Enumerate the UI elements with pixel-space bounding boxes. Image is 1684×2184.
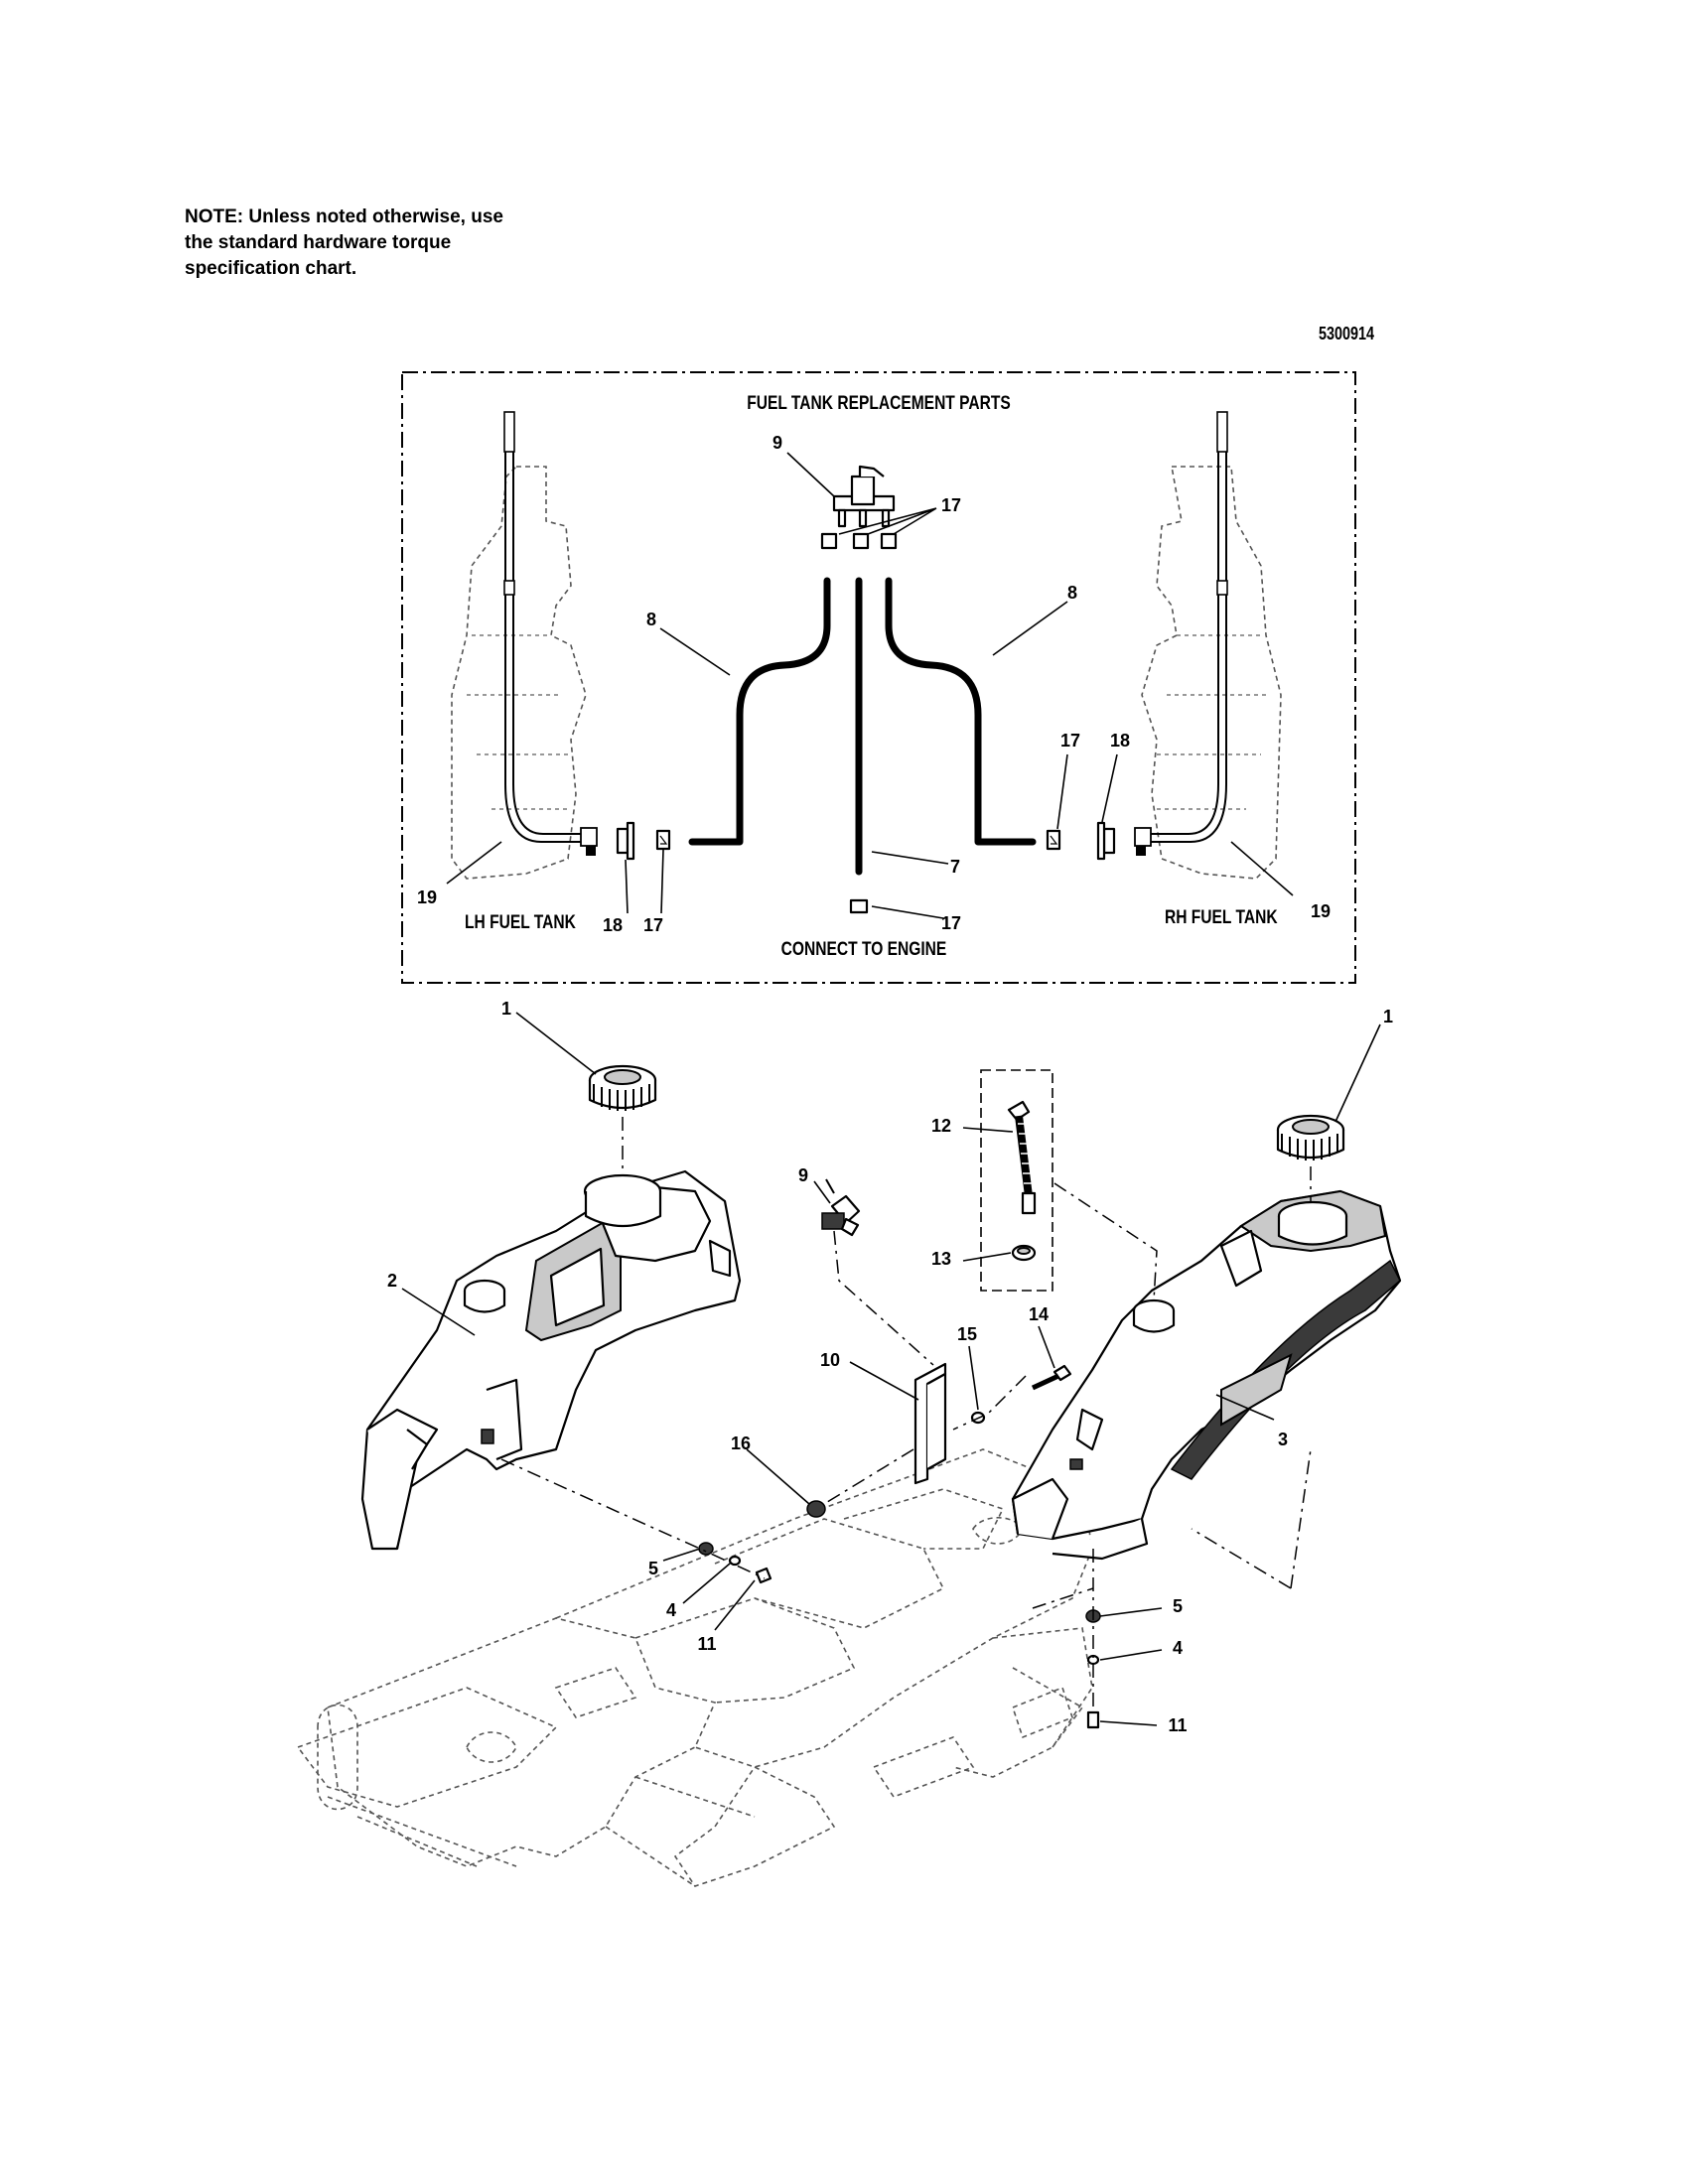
rh-tank-ghost-outline	[1141, 466, 1282, 880]
callout-14: 14	[1029, 1304, 1049, 1324]
rh-hose-clamp	[1046, 829, 1061, 851]
nut-13	[1011, 1244, 1037, 1262]
bolt-12	[1007, 1100, 1037, 1215]
callout-12: 12	[931, 1116, 951, 1136]
nut-16	[806, 1500, 826, 1518]
lh-fuel-tank	[360, 1169, 742, 1551]
note-line-2: the standard hardware torque	[185, 232, 452, 253]
callout-5-right: 5	[1173, 1596, 1183, 1616]
callout-inset-19-rh: 19	[1311, 901, 1331, 921]
callout-4-left: 4	[666, 1600, 676, 1620]
callout-1-right: 1	[1383, 1007, 1393, 1026]
rh-grommet	[1096, 821, 1116, 861]
replacement-parts-inset: FUEL TANK REPLACEMENT PARTS	[401, 371, 1356, 984]
lh-fuel-tank-label: LH FUEL TANK	[465, 911, 576, 933]
lh-hose-clamp	[655, 829, 671, 851]
callout-inset-17-engine: 17	[941, 913, 961, 933]
callout-inset-7: 7	[950, 857, 960, 877]
note-line-1: NOTE: Unless noted otherwise, use	[185, 206, 503, 227]
callout-inset-17-valve: 17	[941, 495, 961, 515]
callout-11-left: 11	[697, 1634, 716, 1654]
inset-fuel-valve	[820, 465, 898, 550]
callout-10: 10	[820, 1350, 840, 1370]
callout-inset-19-lh: 19	[417, 887, 437, 907]
lh-lockwasher-4	[728, 1555, 742, 1567]
callout-inset-18-lh: 18	[603, 915, 623, 935]
callout-9: 9	[798, 1165, 808, 1185]
mower-frame-ghost	[296, 1448, 1093, 1887]
callout-inset-18-rh: 18	[1110, 731, 1130, 751]
inset-title: FUEL TANK REPLACEMENT PARTS	[747, 392, 1011, 414]
callout-2: 2	[387, 1271, 397, 1291]
callout-3: 3	[1278, 1430, 1288, 1449]
callout-inset-17-rh: 17	[1060, 731, 1080, 751]
callout-inset-8-left: 8	[646, 610, 656, 629]
callout-15: 15	[957, 1324, 977, 1344]
rh-bolt-11	[1086, 1710, 1100, 1729]
callout-inset-8-right: 8	[1067, 583, 1077, 603]
lh-fuel-hose	[688, 577, 831, 846]
rh-fuel-cap	[1276, 1114, 1345, 1160]
callout-inset-17-lh: 17	[643, 915, 663, 935]
callout-13: 13	[931, 1249, 951, 1269]
hardware-kit	[980, 1069, 1053, 1292]
lh-fuel-cap	[588, 1064, 657, 1111]
fuel-shutoff-valve	[821, 1178, 861, 1237]
lh-bolt-11	[755, 1567, 772, 1584]
callout-4-right: 4	[1173, 1638, 1183, 1658]
rh-fuel-tank	[1011, 1189, 1402, 1561]
torque-note: NOTE: Unless noted otherwise, use the st…	[185, 205, 602, 282]
lh-pickup-tube	[503, 411, 598, 856]
lh-tank-ghost-outline	[451, 466, 587, 880]
callout-5-left: 5	[648, 1559, 658, 1578]
callout-1-left: 1	[501, 999, 511, 1019]
rh-fuel-tank-label: RH FUEL TANK	[1165, 906, 1278, 928]
lh-washer-5	[698, 1542, 714, 1556]
connect-to-engine-label: CONNECT TO ENGINE	[781, 938, 947, 960]
rh-pickup-tube	[1134, 411, 1228, 856]
callout-11-right: 11	[1168, 1715, 1187, 1735]
valve-bracket	[913, 1362, 947, 1485]
note-line-3: specification chart.	[185, 258, 357, 279]
figure-number: 5300914	[1319, 324, 1375, 343]
callout-inset-9: 9	[772, 433, 782, 453]
rh-fuel-hose	[885, 577, 1037, 846]
screw-14	[1031, 1364, 1072, 1391]
engine-hose-clamp	[849, 898, 869, 914]
callout-16: 16	[731, 1433, 751, 1453]
lh-grommet	[616, 821, 635, 861]
